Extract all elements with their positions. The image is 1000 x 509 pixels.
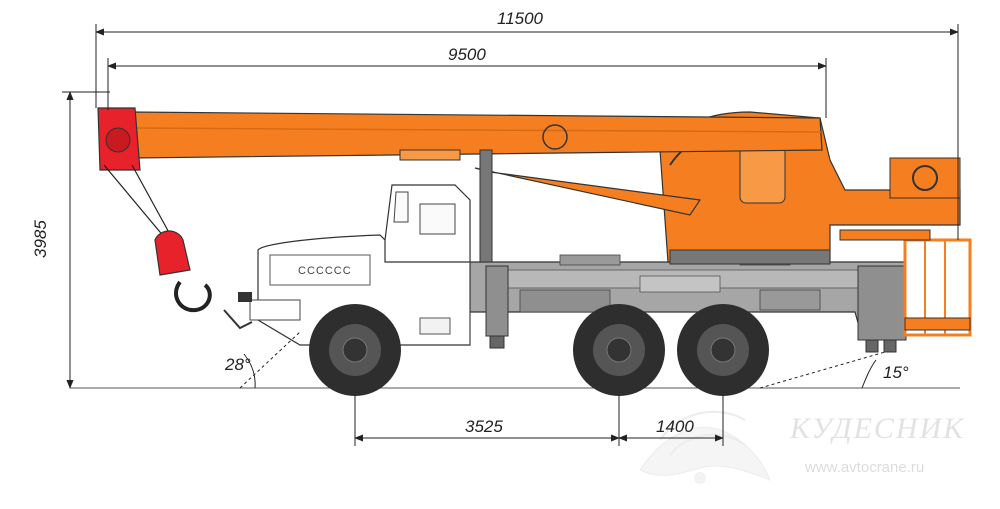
dim-overall-length-label: 11500 xyxy=(497,9,544,28)
dim-wheelbase-rear-label: 1400 xyxy=(656,417,694,436)
dim-overall-length: 11500 xyxy=(95,9,959,240)
watermark-brand: КУДЕСНИК xyxy=(789,412,965,445)
dim-wheelbase-front-label: 3525 xyxy=(465,417,503,436)
truck-cab: СССССС xyxy=(223,184,471,346)
boom-head xyxy=(97,107,141,171)
dim-departure-angle: 15° xyxy=(759,351,909,389)
hoist-ropes xyxy=(103,164,173,239)
wheel-front xyxy=(309,304,401,396)
cab-grille-text: СССССС xyxy=(298,265,352,277)
dim-approach-angle-label: 28° xyxy=(224,355,251,374)
crane-boom xyxy=(129,111,823,263)
watermark-site: www.avtocrane.ru xyxy=(804,459,924,476)
dim-approach-angle: 28° xyxy=(224,331,301,389)
dim-height: 3985 xyxy=(31,91,110,389)
dim-boom-length-label: 9500 xyxy=(448,45,486,64)
wheel-rear-2 xyxy=(677,304,769,396)
rear-outrigger xyxy=(857,265,907,353)
hook-block xyxy=(154,230,212,313)
dim-departure-angle-label: 15° xyxy=(883,363,909,382)
rear-platform xyxy=(839,229,972,337)
front-outrigger xyxy=(485,265,509,349)
dim-wheelbase: 3525 1400 xyxy=(354,396,724,446)
wheel-rear-1 xyxy=(573,304,665,396)
dim-boom-length: 9500 xyxy=(107,45,827,118)
dim-height-label: 3985 xyxy=(31,220,50,258)
